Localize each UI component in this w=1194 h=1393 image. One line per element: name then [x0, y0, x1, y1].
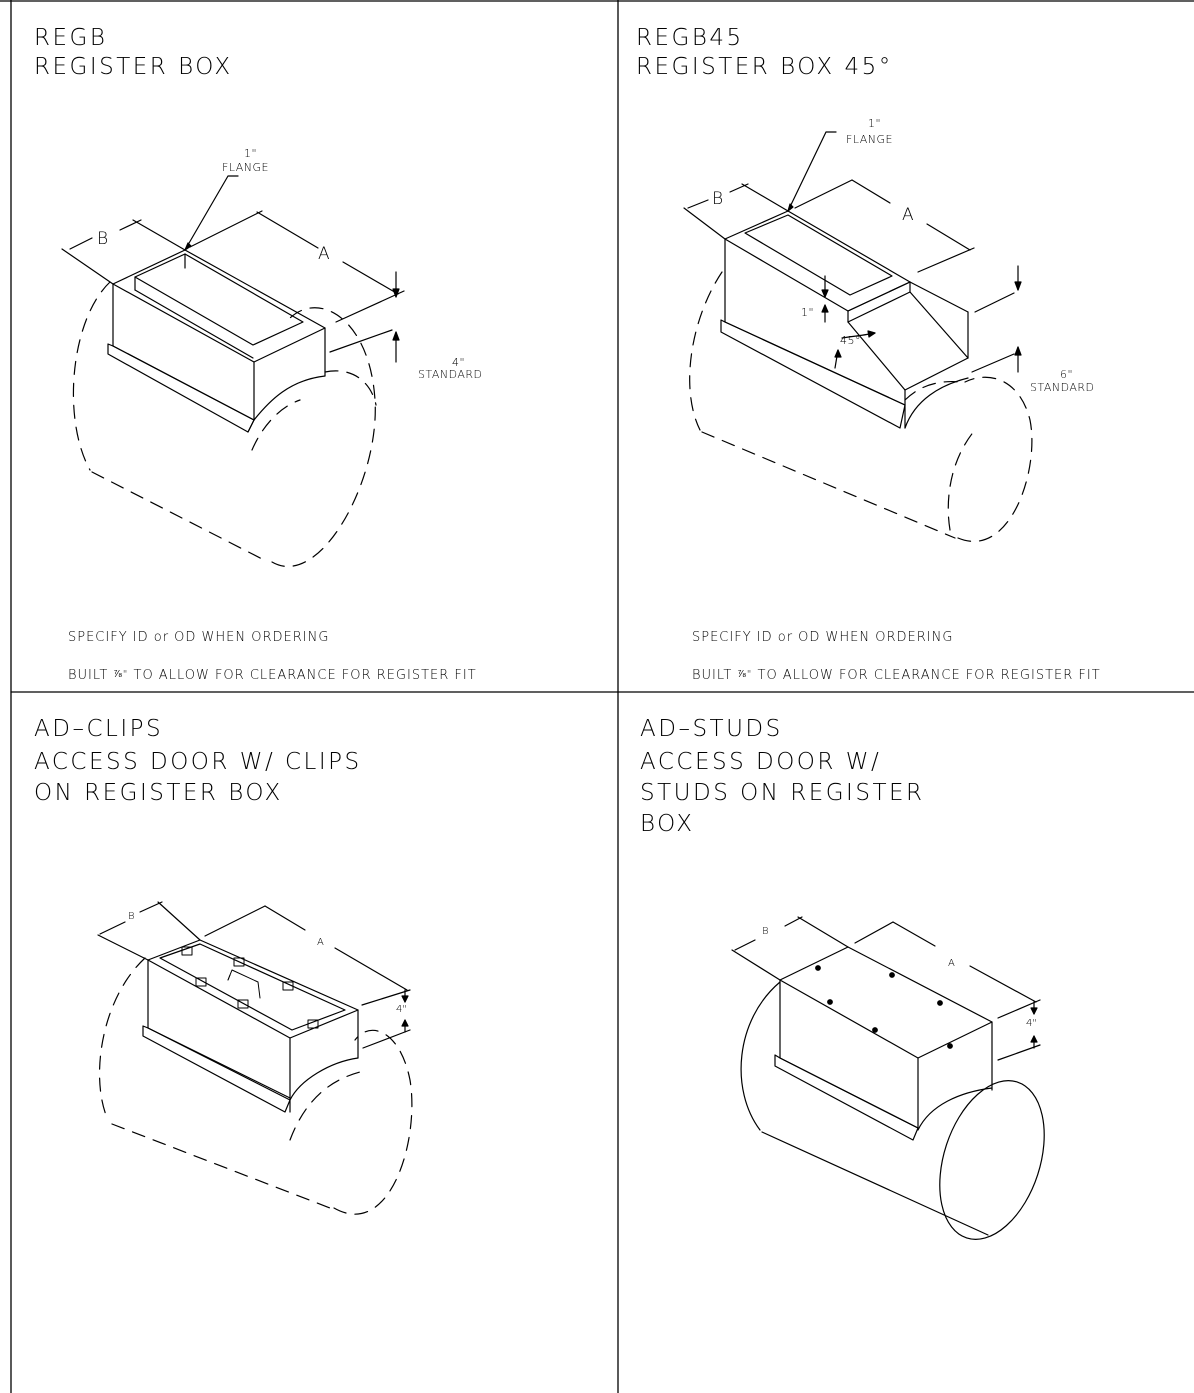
ad-clips-title-line-1: ACCESS DOOR W/ CLIPS [34, 749, 362, 775]
ad-clips-dim-a: A [317, 937, 324, 948]
regb45-angle-value: 45° [840, 334, 861, 347]
regb-note-rest: TO ALLOW FOR CLEARANCE FOR REGISTER FIT [133, 668, 477, 683]
regb45-flange-size: 1" [868, 117, 882, 130]
ad-studs-drawing [731, 916, 1045, 1240]
regb45-height-label: STANDARD [1030, 381, 1095, 394]
regb45-code: REGB45 [636, 25, 744, 51]
regb45-note-fraction: ⅞" [737, 669, 753, 680]
ad-studs-title-line-1: ACCESS DOOR W/ [640, 749, 882, 775]
regb-note-built: BUILT [68, 668, 109, 683]
ad-clips-height-value: 4" [396, 1004, 407, 1015]
regb-note-clearance: BUILT ⅞" TO ALLOW FOR CLEARANCE FOR REGI… [68, 668, 477, 683]
ad-studs-height-value: 4" [1026, 1018, 1037, 1029]
regb-flange-label: FLANGE [222, 161, 269, 174]
ad-studs-dim-a: A [948, 958, 955, 969]
ad-clips-title-line-2: ON REGISTER BOX [34, 780, 283, 806]
regb45-flange-label: FLANGE [846, 133, 893, 146]
ad-studs-title-line-3: BOX [640, 811, 695, 837]
regb45-offset-value: 1" [801, 306, 815, 319]
regb45-note-clearance: BUILT ⅞" TO ALLOW FOR CLEARANCE FOR REGI… [692, 668, 1101, 683]
regb-note-order: SPECIFY ID or OD WHEN ORDERING [68, 630, 330, 645]
regb45-dim-a: A [902, 205, 914, 225]
regb-flange-size: 1" [244, 147, 258, 160]
ad-clips-drawing [97, 901, 413, 1215]
ad-studs-title-line-2: STUDS ON REGISTER [640, 780, 925, 806]
regb-title: REGISTER BOX [34, 54, 233, 80]
regb-dim-a: A [318, 244, 330, 264]
regb-height-value: 4" [452, 356, 466, 369]
regb-dim-b: B [97, 229, 109, 249]
ad-studs-dim-b: B [762, 926, 769, 937]
regb45-height-value: 6" [1060, 368, 1074, 381]
regb45-note-built: BUILT [692, 668, 733, 683]
regb45-dim-b: B [712, 189, 724, 209]
ad-studs-code: AD–STUDS [640, 716, 783, 742]
regb-note-fraction: ⅞" [113, 669, 129, 680]
regb45-title: REGISTER BOX 45° [636, 54, 893, 80]
ad-clips-dim-b: B [128, 911, 135, 922]
regb45-drawing [683, 131, 1033, 542]
regb-height-label: STANDARD [418, 368, 483, 381]
ad-clips-code: AD–CLIPS [34, 716, 164, 742]
regb-drawing [61, 175, 405, 568]
regb45-note-rest: TO ALLOW FOR CLEARANCE FOR REGISTER FIT [757, 668, 1101, 683]
regb45-note-order: SPECIFY ID or OD WHEN ORDERING [692, 630, 954, 645]
regb-code: REGB [34, 25, 108, 51]
